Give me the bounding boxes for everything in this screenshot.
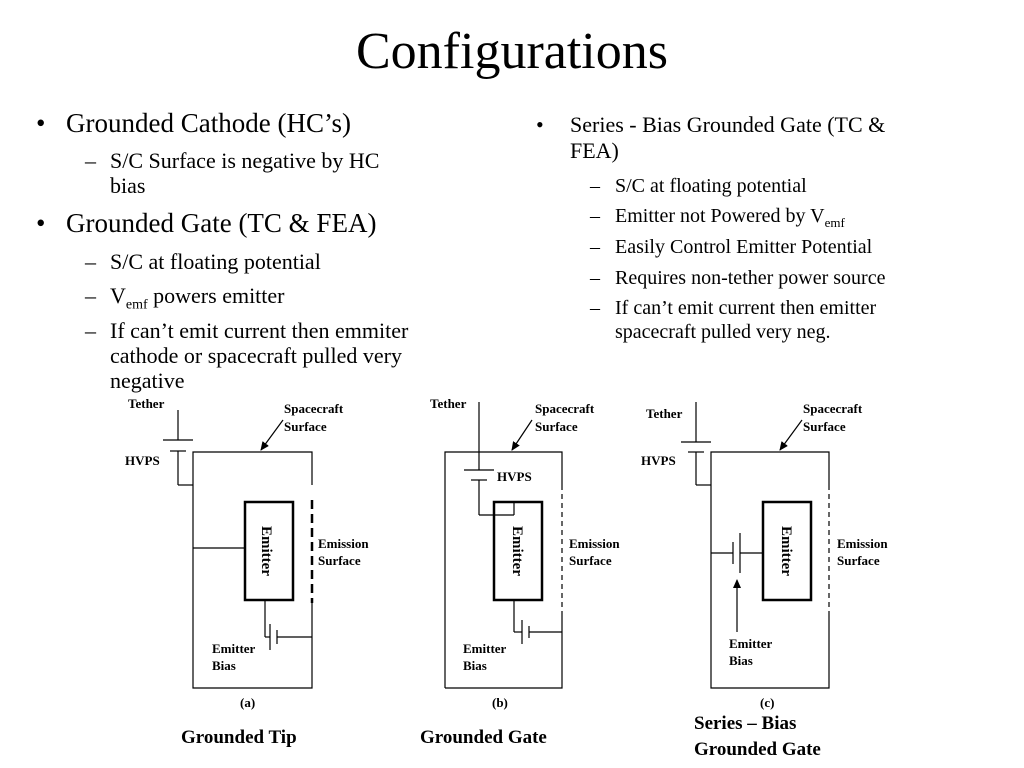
dash-icon: – bbox=[85, 148, 96, 173]
dash-icon: – bbox=[590, 236, 600, 258]
a-emission-label: Emission bbox=[318, 536, 369, 551]
a-emitter-bias-label: Emitter bbox=[212, 641, 256, 656]
a-figure-label: (a) bbox=[240, 695, 255, 710]
b-emitter-bias-label: Emitter bbox=[463, 641, 507, 656]
dash-icon: – bbox=[85, 318, 96, 343]
sub-r-floating: – S/C at floating potential bbox=[590, 175, 807, 197]
sub-r-non-tether: – Requires non-tether power source bbox=[590, 267, 886, 289]
sub-r-control: – Easily Control Emitter Potential bbox=[590, 236, 873, 258]
c-figure-label: (c) bbox=[760, 695, 774, 710]
dash-icon: – bbox=[85, 249, 96, 274]
c-bias-label: Bias bbox=[729, 653, 753, 668]
c-surface-label: Surface bbox=[803, 419, 846, 434]
c-hvps-label: HVPS bbox=[641, 453, 676, 468]
c-emission-surface-label: Surface bbox=[837, 553, 880, 568]
a-spacecraft-label: Spacecraft bbox=[284, 401, 344, 416]
dash-icon: – bbox=[590, 205, 600, 227]
bullet-grounded-cathode: • Grounded Cathode (HC’s) bbox=[36, 108, 351, 138]
c-tether-label: Tether bbox=[646, 406, 683, 421]
c-spacecraft-label: Spacecraft bbox=[803, 401, 863, 416]
b-tether-label: Tether bbox=[430, 396, 467, 411]
caption-grounded-gate: Grounded Gate bbox=[420, 727, 547, 748]
b-emission-label: Emission bbox=[569, 536, 620, 551]
a-tether-label: Tether bbox=[128, 396, 165, 411]
a-emission-surface-label: Surface bbox=[318, 553, 361, 568]
b-surface-label: Surface bbox=[535, 419, 578, 434]
b-emission-surface-label: Surface bbox=[569, 553, 612, 568]
sub-cant-emit: – If can’t emit current then emmiter cat… bbox=[85, 318, 409, 393]
caption-series-bias-line1: Series – Bias bbox=[694, 713, 797, 734]
sub-sc-surface-negative: – S/C Surface is negative by HC bias bbox=[85, 148, 380, 198]
b-spacecraft-label: Spacecraft bbox=[535, 401, 595, 416]
bullet-series-bias: • Series - Bias Grounded Gate (TC & FEA) bbox=[536, 112, 886, 163]
b-figure-label: (b) bbox=[492, 695, 508, 710]
a-emitter-label: Emitter bbox=[258, 526, 274, 576]
bullet-icon: • bbox=[36, 208, 46, 238]
sub-floating-potential: – S/C at floating potential bbox=[85, 249, 321, 274]
a-bias-label: Bias bbox=[212, 658, 236, 673]
sub-r-not-powered: – Emitter not Powered by Vemf bbox=[590, 205, 845, 230]
c-emitter-label: Emitter bbox=[778, 526, 794, 576]
sub-vemf-powers: – Vemf powers emitter bbox=[85, 283, 285, 313]
dash-icon: – bbox=[85, 283, 96, 308]
dash-icon: – bbox=[590, 297, 600, 319]
b-emitter-label: Emitter bbox=[509, 526, 525, 576]
caption-series-bias-line2: Grounded Gate bbox=[694, 739, 821, 760]
slide-title: Configurations bbox=[356, 23, 668, 80]
dash-icon: – bbox=[590, 175, 600, 197]
bullet-grounded-gate: • Grounded Gate (TC & FEA) bbox=[36, 208, 377, 238]
b-bias-label: Bias bbox=[463, 658, 487, 673]
b-hvps-label: HVPS bbox=[497, 469, 532, 484]
diagram-c bbox=[681, 402, 830, 689]
c-emission-label: Emission bbox=[837, 536, 888, 551]
c-emitter-bias-label: Emitter bbox=[729, 636, 773, 651]
diagram-a bbox=[163, 410, 314, 689]
a-surface-label: Surface bbox=[284, 419, 327, 434]
bullet-icon: • bbox=[536, 112, 544, 137]
dash-icon: – bbox=[590, 267, 600, 289]
caption-grounded-tip: Grounded Tip bbox=[181, 727, 297, 748]
diagram-b bbox=[444, 402, 563, 689]
bullet-icon: • bbox=[36, 108, 46, 138]
a-hvps-label: HVPS bbox=[125, 453, 160, 468]
sub-r-cant-emit: – If can’t emit current then emitter spa… bbox=[590, 297, 877, 343]
